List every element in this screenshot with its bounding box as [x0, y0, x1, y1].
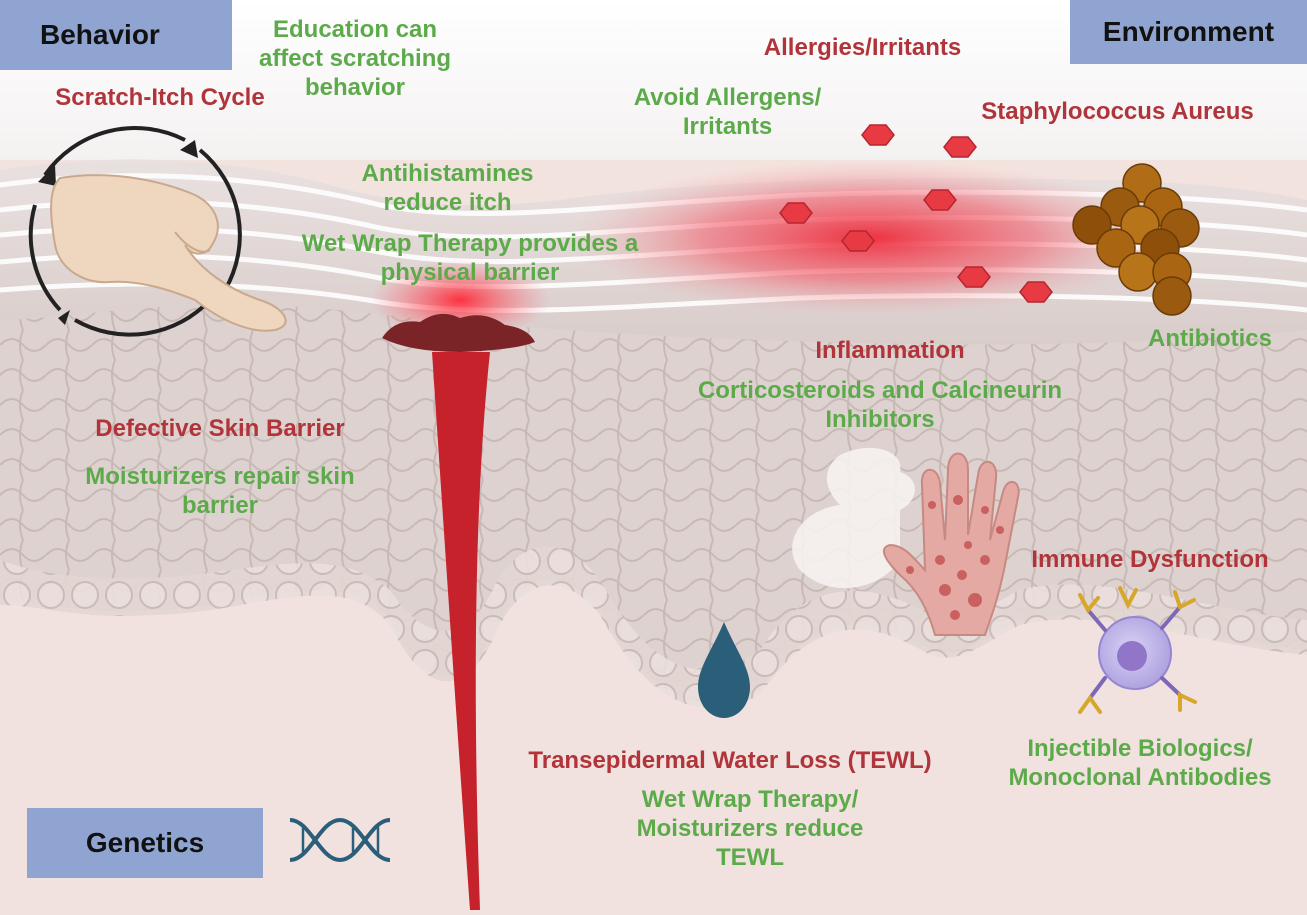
- avoid-allergens-treatment-label: Avoid Allergens/ Irritants: [633, 84, 822, 140]
- genetics-category-box: Genetics: [27, 808, 263, 878]
- education-treatment-label: Education can affect scratching behavior: [258, 16, 452, 101]
- staphylococcus-aureus-label: Staphylococcus Aureus: [981, 98, 1254, 125]
- behavior-category-box: Behavior: [0, 0, 232, 70]
- staph-cluster-icon: [1072, 163, 1200, 316]
- moisturizers-barrier-treatment-label: Moisturizers repair skin barrier: [85, 463, 355, 519]
- wet-wrap-barrier-treatment-label: Wet Wrap Therapy provides a physical bar…: [301, 230, 639, 286]
- immune-cell-icon: [1078, 586, 1197, 714]
- allergen-hexagon-icon: [779, 124, 1053, 303]
- corticosteroids-treatment-label: Corticosteroids and Calcineurin Inhibito…: [697, 377, 1063, 433]
- immune-dysfunction-label: Immune Dysfunction: [1031, 546, 1269, 573]
- circular-arrows-icon: [28, 126, 242, 337]
- dna-icon: [289, 817, 391, 863]
- behavior-category-label: Behavior: [40, 19, 160, 50]
- genetics-category-label: Genetics: [85, 827, 205, 858]
- biologics-treatment-label: Injectible Biologics/ Monoclonal Antibod…: [1008, 735, 1272, 791]
- water-drop-icon: [698, 622, 750, 718]
- tewl-label: Transepidermal Water Loss (TEWL): [528, 747, 932, 774]
- antihistamines-treatment-label: Antihistamines reduce itch: [361, 160, 534, 216]
- inflammation-label: Inflammation: [815, 337, 965, 364]
- scratch-itch-cycle-label: Scratch-Itch Cycle: [55, 84, 265, 111]
- wet-wrap-tewl-treatment-label: Wet Wrap Therapy/ Moisturizers reduce TE…: [636, 786, 864, 871]
- defective-skin-barrier-label: Defective Skin Barrier: [95, 415, 345, 442]
- antibiotics-treatment-label: Antibiotics: [1148, 325, 1272, 352]
- environment-category-label: Environment: [1102, 16, 1275, 47]
- eczema-hand-icon: [882, 452, 1020, 636]
- scratching-hand-icon: [50, 174, 287, 332]
- environment-category-box: Environment: [1070, 0, 1307, 64]
- allergies-irritants-label: Allergies/Irritants: [763, 34, 962, 61]
